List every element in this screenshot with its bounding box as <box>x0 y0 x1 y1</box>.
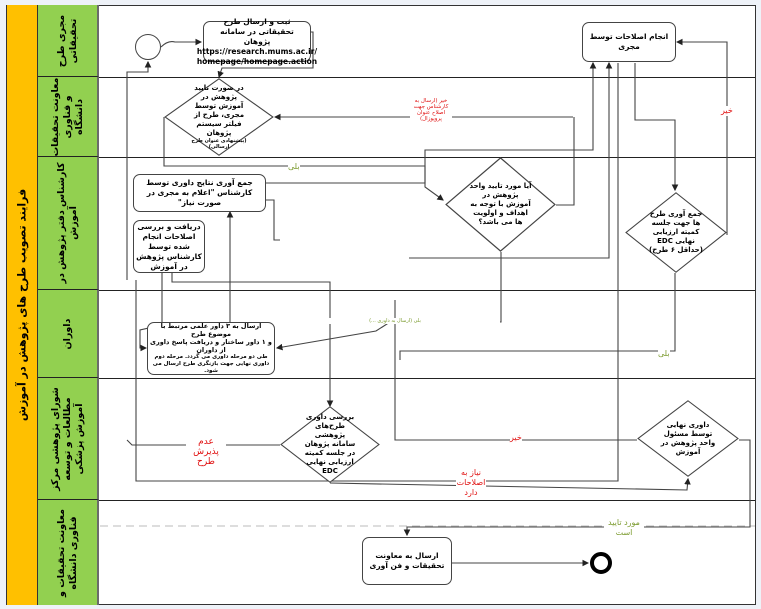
label-rejected: عدم پذیرش طرح <box>186 437 226 467</box>
lane-divider <box>99 290 755 291</box>
task-send-to-reviewers[interactable]: ارسال به ۳ داور علمی مرتبط با موضوع طرح … <box>147 322 275 375</box>
task-text: انجام اصلاحات توسط مجری <box>589 32 669 51</box>
decision-subtext: (پیشنهادی عنوان طرح ارسالی) <box>191 138 247 150</box>
task-text: طی دو مرحله داوری می گردد. مرحله دوم داو… <box>152 354 270 374</box>
diagram-canvas <box>6 5 756 605</box>
decision-text: در صورت تایید پژوهش در آموزش توسط مجری، … <box>193 84 245 137</box>
task-text: جمع آوری نتایج داوری توسط کارشناس "اعلام… <box>146 178 253 207</box>
label-no: خیر <box>721 106 733 116</box>
lane-divider <box>99 500 755 501</box>
task-text: و ۱ داور ساختار و دریافت پاسخ داوری از د… <box>150 338 272 354</box>
decision-text: جمع آوری طرح ها جهت جلسه کمیته ارزیابی ن… <box>649 210 703 254</box>
task-submit-proposal[interactable]: ثبت و ارسال طرح تحقیقاتی در سامانه پژوها… <box>197 17 317 66</box>
task-text: دریافت و بررسی اصلاحات انجام شده توسط کا… <box>136 221 202 271</box>
task-text: ارسال به ۳ داور علمی مرتبط با موضوع طرح <box>160 322 262 338</box>
decision-collect-edc[interactable]: جمع آوری طرح ها جهت جلسه کمیته ارزیابی ن… <box>625 192 727 273</box>
decision-text: داوری نهایی توسط مسئول واحد پژوهش در آمو… <box>660 420 716 456</box>
label-no-final: خیر <box>510 433 522 443</box>
label-approved: مورد تایید است <box>604 518 644 538</box>
decision-filter[interactable]: در صورت تایید پژوهش در آموزش توسط مجری، … <box>164 78 274 156</box>
lane-divider <box>99 378 755 379</box>
lane-university-vice: معاونت تحقیقات و فناوری دانشگاه <box>38 500 99 605</box>
start-event <box>135 34 161 60</box>
label-needs-revision: نیاز به اصلاحات دارد <box>456 468 486 498</box>
task-executor-revisions[interactable]: انجام اصلاحات توسط مجری <box>582 22 676 62</box>
process-title-band: فرایند تصویب طرح های پژوهش در آموزش <box>7 5 38 605</box>
label-yes: بلی <box>288 162 300 172</box>
task-collect-review-results[interactable]: جمع آوری نتایج داوری توسط کارشناس "اعلام… <box>133 174 266 212</box>
task-receive-corrections[interactable]: دریافت و بررسی اصلاحات انجام شده توسط کا… <box>133 220 205 273</box>
label-yes-reviewers: بلی (ارسال به داوری ...) <box>290 318 500 324</box>
lane-research-expert: کارشناس دفتر پژوهش در آموزش <box>38 157 99 290</box>
decision-text: آیا مورد تایید واحد پژوهش در آموزش با تو… <box>469 182 532 226</box>
lane-edc-council: شورای پژوهشی مرکز مطالعات و توسعه آموزش … <box>38 378 99 500</box>
label-yes: بلی <box>658 349 670 359</box>
label-no-expert: خیر (ارسال به کارشناس جهت اصلاح عنوان پر… <box>410 98 452 122</box>
lane-divider <box>99 157 755 158</box>
portal-url[interactable]: https://research.mums.ac.ir/ homepage/ho… <box>196 46 318 66</box>
lane-reviewers: داوران <box>38 290 99 378</box>
task-send-to-vice-chancellor[interactable]: ارسال به معاونت تحقیقات و فن آوری <box>362 537 452 585</box>
task-text: ثبت و ارسال طرح تحقیقاتی در سامانه پژوها… <box>220 16 294 46</box>
decision-edc-review[interactable]: بررسی داوری طرح‌های پژوهشی سامانه پژوهان… <box>280 406 380 483</box>
decision-unit-approval[interactable]: آیا مورد تایید واحد پژوهش در آموزش با تو… <box>445 157 556 252</box>
task-text: ارسال به معاونت تحقیقات و فن آوری <box>369 551 445 570</box>
end-event <box>590 552 612 574</box>
lane-executor: مجری طرح تحقیقاتی <box>38 5 99 77</box>
lane-divider <box>99 77 755 78</box>
decision-final-review[interactable]: داوری نهایی توسط مسئول واحد پژوهش در آمو… <box>637 400 739 477</box>
decision-text: بررسی داوری طرح‌های پژوهشی سامانه پژوهان… <box>304 413 356 475</box>
lane-research-vice: معاونت تحقیقات و فناوری دانشگاه <box>38 77 99 157</box>
